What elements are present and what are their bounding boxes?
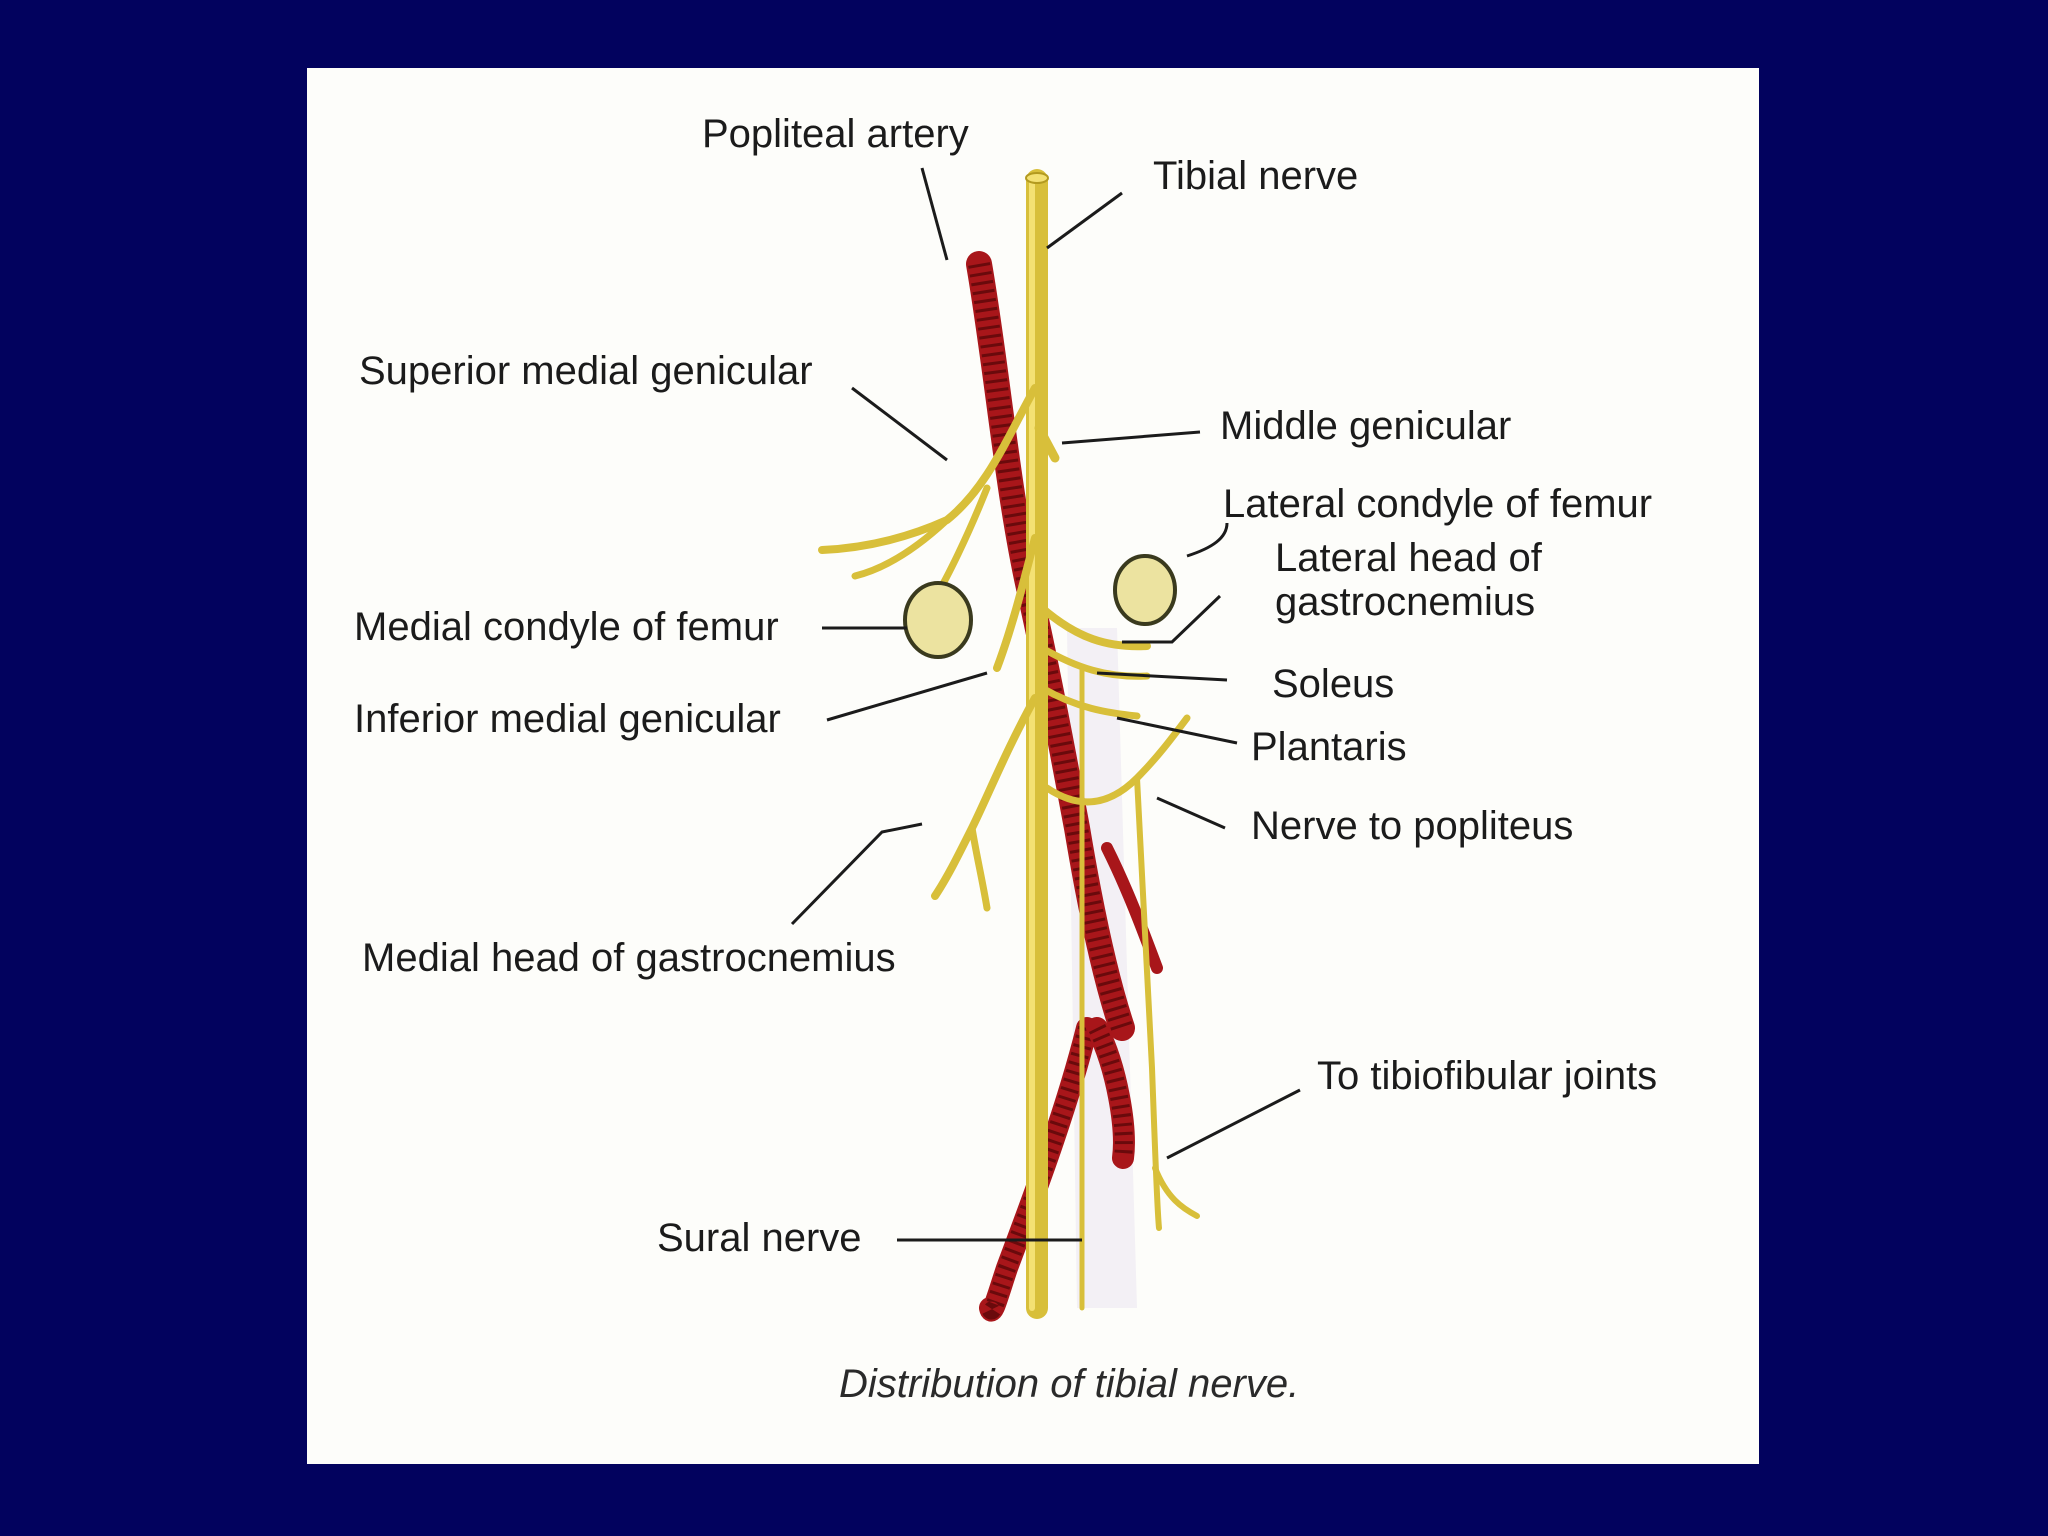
- middle-genicular-branch: [1034, 423, 1060, 463]
- label-lateral-head-line2: gastrocnemius: [1275, 580, 1535, 624]
- popliteal-artery: [966, 251, 1163, 1322]
- label-middle-genicular: Middle genicular: [1220, 404, 1511, 448]
- tibial-nerve-trunk: [1025, 169, 1049, 1319]
- leader-lines: [790, 167, 1301, 1242]
- label-superior-medial-genicular: Superior medial genicular: [359, 349, 813, 393]
- inferior-medial-genicular-branch: [993, 534, 1039, 672]
- label-nerve-to-popliteus: Nerve to popliteus: [1251, 804, 1573, 848]
- lateral-head-gastrocnemius-branch: [1038, 604, 1151, 651]
- nerve-to-popliteus: [1043, 714, 1200, 1231]
- plantaris-branch: [1038, 684, 1141, 720]
- diagram-panel: Popliteal artery Tibial nerve Superior m…: [307, 68, 1759, 1464]
- medial-head-gastrocnemius-branch: [931, 694, 1039, 912]
- label-to-tibiofibular-joints: To tibiofibular joints: [1317, 1054, 1657, 1098]
- label-tibial-nerve: Tibial nerve: [1153, 154, 1358, 198]
- label-lateral-condyle-of-femur: Lateral condyle of femur: [1223, 482, 1652, 526]
- tibial-nerve-diagram: Popliteal artery Tibial nerve Superior m…: [354, 112, 1657, 1406]
- lateral-condyle: [1113, 554, 1177, 626]
- label-lateral-head-line1: Lateral head of: [1275, 536, 1543, 580]
- label-sural-nerve: Sural nerve: [657, 1216, 862, 1260]
- label-plantaris: Plantaris: [1251, 725, 1407, 769]
- figure-caption: Distribution of tibial nerve.: [839, 1362, 1299, 1406]
- label-medial-head-of-gastrocnemius: Medial head of gastrocnemius: [362, 936, 896, 980]
- label-soleus: Soleus: [1272, 662, 1394, 706]
- medial-condyle: [903, 581, 973, 659]
- label-medial-condyle-of-femur: Medial condyle of femur: [354, 605, 779, 649]
- label-inferior-medial-genicular: Inferior medial genicular: [354, 697, 781, 741]
- label-popliteal-artery: Popliteal artery: [702, 112, 969, 156]
